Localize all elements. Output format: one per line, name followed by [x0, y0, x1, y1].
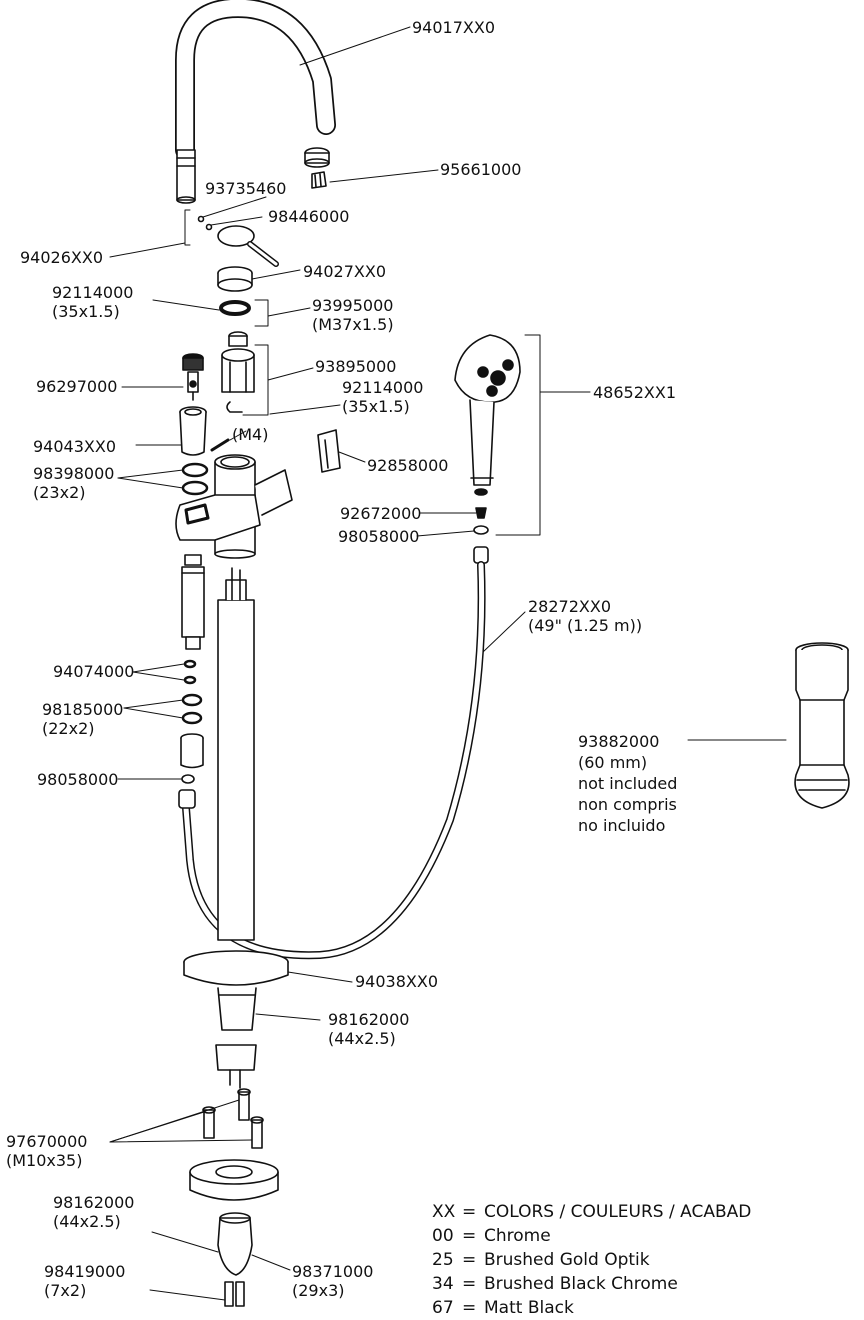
label-97670: 97670000 (M10x35): [6, 1132, 87, 1170]
part-code: 98162000: [53, 1193, 135, 1212]
legend-header-code: XX: [432, 1202, 456, 1222]
label-48652: 48652XX1: [593, 383, 676, 402]
legend-equals: =: [462, 1202, 477, 1222]
label-28272: 28272XX0 (49" (1.25 m)): [528, 597, 642, 635]
part-size: (49" (1.25 m)): [528, 616, 643, 635]
part-size: (M37x1.5): [312, 315, 394, 334]
mixer-body: [175, 454, 293, 559]
note-fr: non compris: [578, 795, 677, 814]
legend-code: 25: [432, 1250, 454, 1270]
part-size: (22x2): [42, 719, 95, 738]
label-98162-lower: 98162000 (44x2.5): [53, 1193, 134, 1231]
label-92672: 92672000: [340, 504, 422, 523]
legend-name: Brushed Gold Optik: [484, 1250, 650, 1270]
note-es: no incluido: [578, 816, 666, 835]
part-size: (44x2.5): [53, 1212, 121, 1231]
part-size: (7x2): [44, 1281, 87, 1300]
base-94038: [183, 950, 289, 986]
label-94027: 94027XX0: [303, 262, 386, 281]
part-code: 98419000: [44, 1262, 126, 1281]
label-93735: 93735460: [205, 179, 287, 198]
part-size: (35x1.5): [342, 397, 410, 416]
legend-code: 34: [432, 1274, 454, 1294]
label-95661: 95661000: [440, 160, 522, 179]
part-code: 93995000: [312, 296, 394, 315]
legend-code: 00: [432, 1226, 454, 1246]
legend-equals: =: [462, 1298, 477, 1318]
label-94043: 94043XX0: [33, 437, 116, 456]
legend-equals: =: [462, 1274, 477, 1294]
cartridge-93895: [221, 331, 255, 413]
label-93882: 93882000 (60 mm) not included non compri…: [578, 731, 677, 836]
label-98058-upper: 98058000: [338, 527, 420, 546]
legend-name: Brushed Black Chrome: [484, 1274, 678, 1294]
part-size: (23x2): [33, 483, 86, 502]
handle-94026: [217, 225, 279, 267]
note-en: not included: [578, 774, 678, 793]
legend-name: Chrome: [484, 1226, 551, 1246]
bolts-97670: [202, 1088, 264, 1149]
part-code: 98398000: [33, 464, 115, 483]
legend-equals: =: [462, 1226, 477, 1246]
part-code: 92114000: [342, 378, 424, 397]
part-size: (35x1.5): [52, 302, 120, 321]
label-m4: (M4): [232, 425, 269, 444]
label-98419: 98419000 (7x2): [44, 1262, 125, 1300]
label-98446: 98446000: [268, 207, 350, 226]
legend-row: 25 = Brushed Gold Optik: [432, 1248, 751, 1272]
label-96297: 96297000: [36, 377, 118, 396]
label-93895: 93895000: [315, 357, 397, 376]
label-94017: 94017XX0: [412, 18, 495, 37]
label-94074: 94074000: [53, 662, 135, 681]
color-legend: XX=COLORS / COULEURS / ACABAD 00=Chrome …: [432, 1200, 751, 1320]
label-98185: 98185000 (22x2): [42, 700, 123, 738]
legend-row: 67 = Matt Black: [432, 1296, 751, 1320]
legend-row: 00 = Chrome: [432, 1224, 751, 1248]
label-94026: 94026XX0: [20, 248, 103, 267]
part-code: 98185000: [42, 700, 124, 719]
part-size: (M10x35): [6, 1151, 83, 1170]
spout-94017: [175, 0, 336, 204]
handshower-48652: [454, 334, 521, 496]
part-code: 98371000: [292, 1262, 374, 1281]
legend-header-text: COLORS / COULEURS / ACABAD: [484, 1202, 752, 1222]
part-code: 92114000: [52, 283, 134, 302]
part-size: (60 mm): [578, 753, 648, 772]
extension-93882: [794, 642, 850, 809]
part-code: 28272XX0: [528, 597, 611, 616]
label-98398: 98398000 (23x2): [33, 464, 114, 502]
label-92114-lower: 92114000 (35x1.5): [342, 378, 423, 416]
aerator-95661: [304, 147, 330, 189]
part-code: 98162000: [328, 1010, 410, 1029]
part-size: (44x2.5): [328, 1029, 396, 1048]
legend-code: 67: [432, 1298, 454, 1318]
part-code: 97670000: [6, 1132, 88, 1151]
label-94038: 94038XX0: [355, 972, 438, 991]
legend-row: 34 = Brushed Black Chrome: [432, 1272, 751, 1296]
legend-name: Matt Black: [484, 1298, 574, 1318]
label-92114-upper: 92114000 (35x1.5): [52, 283, 133, 321]
mounting-flange: [189, 1159, 279, 1201]
label-98162-upper: 98162000 (44x2.5): [328, 1010, 409, 1048]
legend-equals: =: [462, 1250, 477, 1270]
part-code: 93882000: [578, 732, 660, 751]
riser-pipe: [217, 567, 255, 941]
diverter-96297: [182, 353, 204, 401]
label-92858: 92858000: [367, 456, 449, 475]
label-93995: 93995000 (M37x1.5): [312, 296, 394, 334]
part-size: (29x3): [292, 1281, 345, 1300]
hose-connector: [181, 554, 205, 685]
label-98058-lower: 98058000: [37, 770, 119, 789]
legend-header: XX = COLORS / COULEURS / ACABAD: [432, 1200, 751, 1224]
label-98371: 98371000 (29x3): [292, 1262, 373, 1300]
